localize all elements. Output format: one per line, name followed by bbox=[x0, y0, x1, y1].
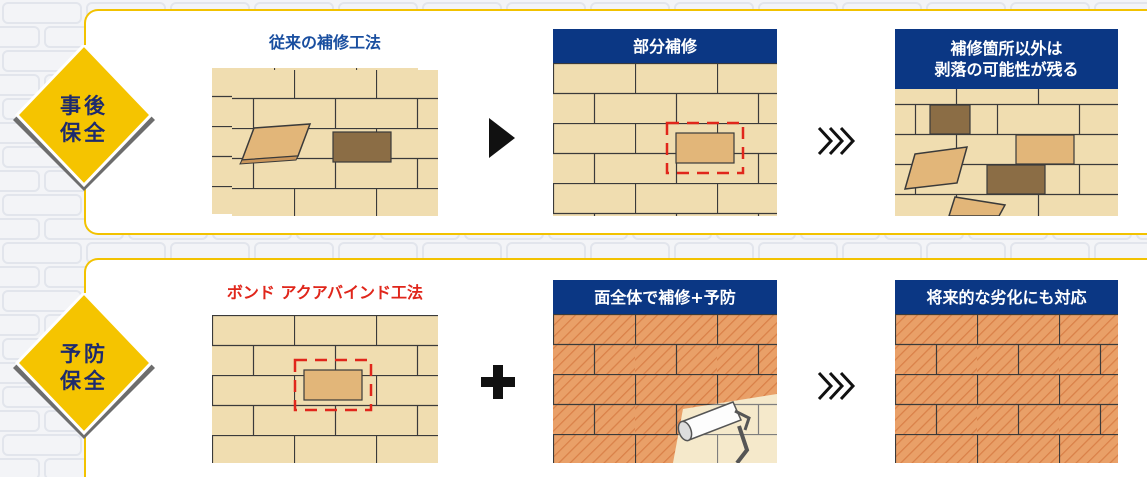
diamond-sign-icon bbox=[13, 42, 155, 191]
corrective-maintenance-badge: 事後 保全 bbox=[9, 42, 159, 195]
play-arrow-icon bbox=[489, 118, 515, 158]
full-surface-repair-banner: 面全体で補修+予防 bbox=[553, 280, 777, 314]
repair-highlight-frame bbox=[665, 121, 745, 175]
remaining-risk-line1: 補修箇所以外は bbox=[950, 39, 1063, 58]
falling-brick bbox=[903, 146, 969, 190]
plus-icon bbox=[481, 365, 515, 399]
wall-fully-coated-panel bbox=[895, 314, 1118, 463]
paint-roller-icon bbox=[677, 401, 751, 463]
triple-chevron-icon bbox=[817, 126, 856, 156]
future-protection-banner: 将来的な劣化にも対応 bbox=[895, 280, 1118, 314]
badge-line2: 保全 bbox=[60, 369, 108, 393]
wall-coating-panel bbox=[553, 314, 777, 463]
falling-brick bbox=[239, 123, 312, 165]
wall-partial-repair-panel bbox=[553, 63, 777, 216]
badge-line2: 保全 bbox=[60, 121, 108, 145]
partial-repair-banner: 部分補修 bbox=[553, 29, 777, 63]
remaining-risk-banner: 補修箇所以外は 剥落の可能性が残る bbox=[895, 29, 1118, 89]
diamond-sign-icon bbox=[13, 290, 155, 439]
badge-line1: 事後 bbox=[60, 94, 108, 118]
wall-remaining-damage-panel bbox=[895, 89, 1118, 216]
conventional-method-caption: 従来の補修工法 bbox=[268, 33, 381, 52]
wall-damaged-panel bbox=[212, 68, 438, 216]
aquabind-method-caption: ボンド アクアバインド工法 bbox=[226, 283, 424, 302]
triple-chevron-icon bbox=[817, 371, 856, 401]
wall-spot-repair-panel bbox=[212, 315, 438, 463]
badge-line1: 予防 bbox=[60, 342, 108, 366]
remaining-risk-line2: 剥落の可能性が残る bbox=[934, 60, 1079, 79]
preventive-maintenance-badge: 予防 保全 bbox=[9, 290, 159, 443]
repair-highlight-frame bbox=[293, 358, 373, 412]
falling-brick bbox=[948, 196, 1007, 216]
